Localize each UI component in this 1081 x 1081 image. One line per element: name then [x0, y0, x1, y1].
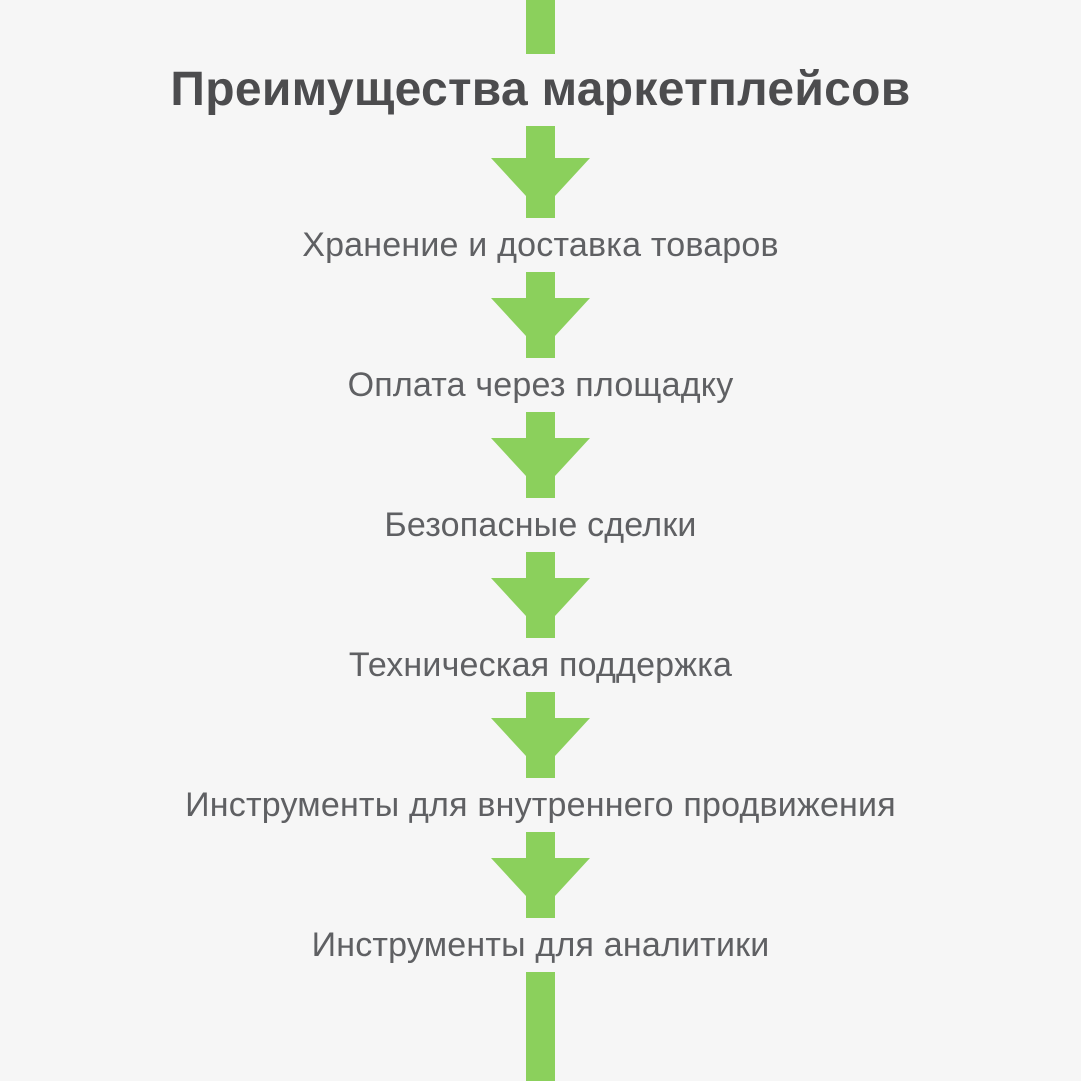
flow-step: Техническая поддержка [0, 638, 1081, 692]
page-title: Преимущества маркетплейсов [0, 54, 1081, 126]
flow-step-label: Инструменты для аналитики [311, 926, 770, 964]
flow-step: Хранение и доставка товаров [0, 218, 1081, 272]
flow-step-label: Хранение и доставка товаров [302, 226, 779, 264]
flow-step-label: Безопасные сделки [384, 506, 697, 544]
flow-step-label: Техническая поддержка [348, 646, 733, 684]
flow-step: Безопасные сделки [0, 498, 1081, 552]
down-arrow-icon [491, 698, 590, 764]
down-arrow-icon [491, 138, 590, 204]
flow-step-label: Оплата через площадку [347, 366, 734, 404]
page-title-text: Преимущества маркетплейсов [170, 63, 911, 116]
flow-step-label: Инструменты для внутреннего продвижения [185, 786, 896, 824]
flow-step: Инструменты для внутреннего продвижения [0, 778, 1081, 832]
flow-step: Оплата через площадку [0, 358, 1081, 412]
down-arrow-icon [491, 558, 590, 624]
down-arrow-icon [491, 838, 590, 904]
down-arrow-icon [491, 418, 590, 484]
down-arrow-icon [491, 278, 590, 344]
flow-step: Инструменты для аналитики [0, 918, 1081, 972]
